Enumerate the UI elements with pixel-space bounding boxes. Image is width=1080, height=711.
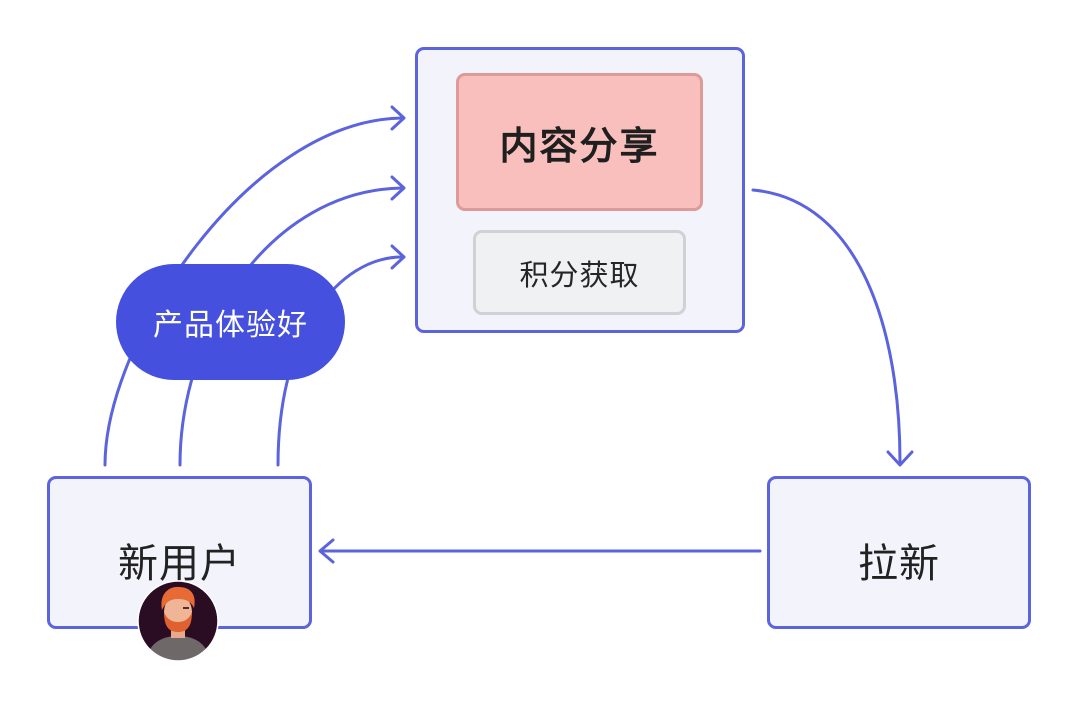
arrowhead-outer [390, 105, 406, 131]
new-user-label: 新用户 [118, 541, 241, 587]
arrowhead-middle [390, 175, 406, 201]
arrow-user-to-share-outer [103, 116, 404, 467]
arrowhead-referral [886, 450, 914, 467]
arrow-share-to-referral [751, 188, 902, 464]
points-node[interactable]: 积分获取 [473, 230, 686, 315]
avatar-icon [137, 580, 219, 662]
arrowhead-inner [390, 244, 406, 270]
experience-pill[interactable]: 产品体验好 [116, 264, 345, 380]
referral-label: 拉新 [858, 541, 940, 587]
referral-node[interactable]: 拉新 [767, 476, 1031, 629]
arrowhead-user [318, 538, 335, 564]
content-share-node[interactable]: 内容分享 [456, 73, 703, 211]
